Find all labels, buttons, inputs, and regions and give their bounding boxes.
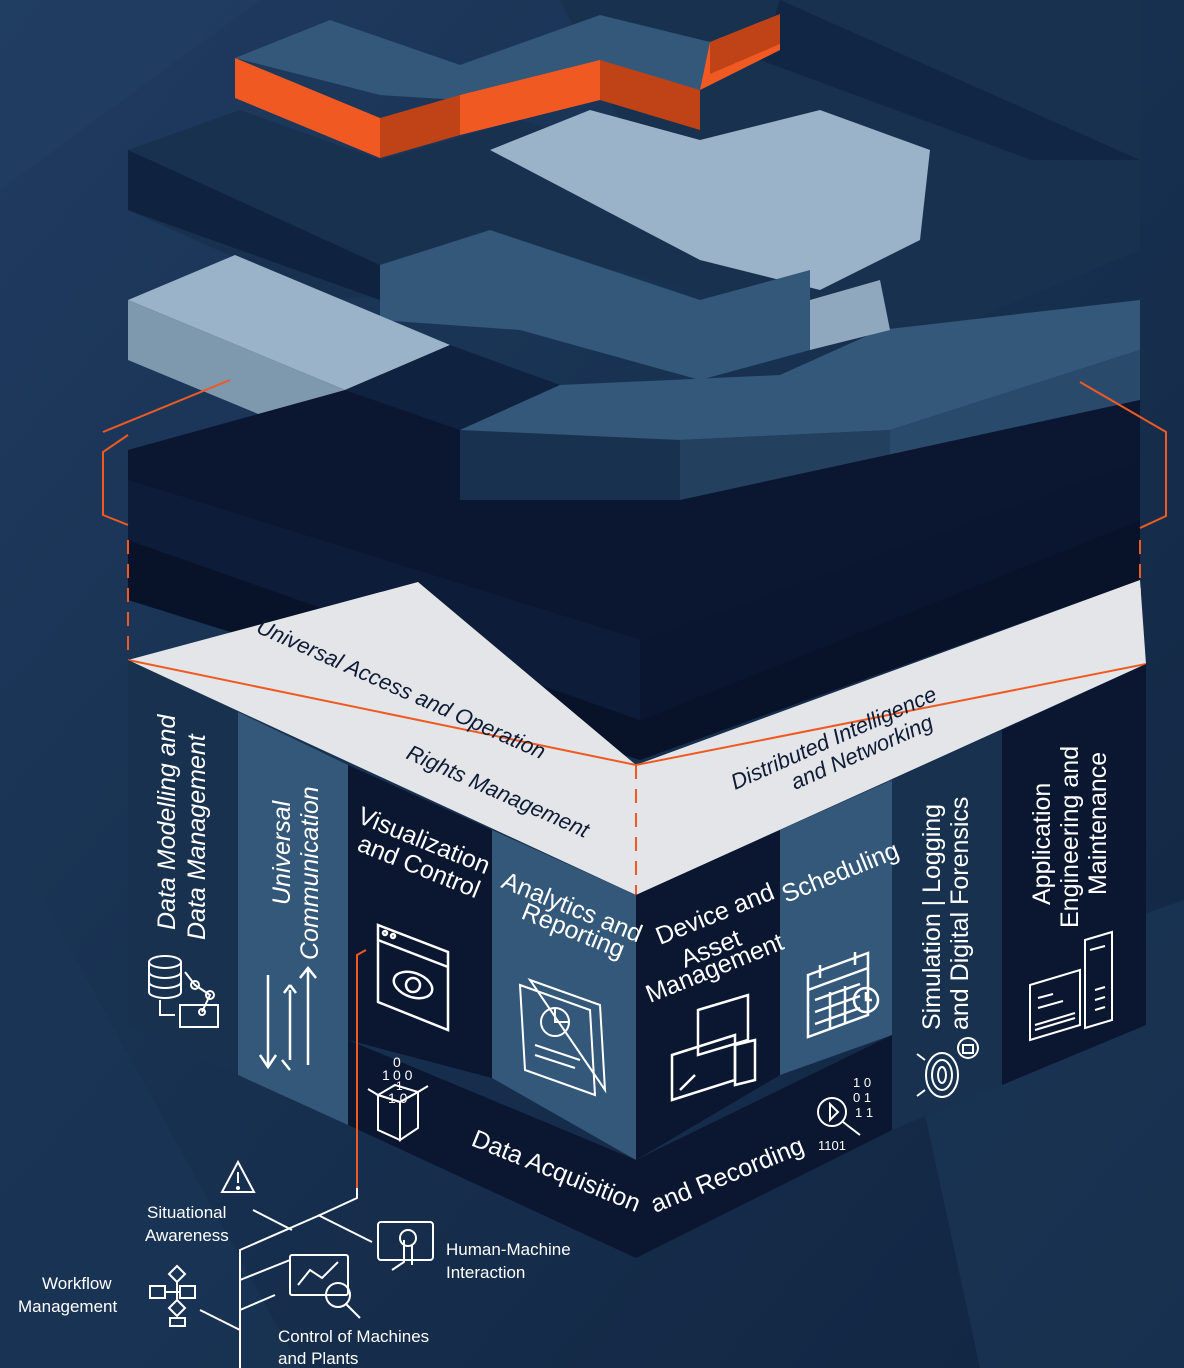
callout-situational-awareness: Awareness — [145, 1226, 229, 1245]
flowchart-icon — [149, 1264, 196, 1327]
block-dark-side — [345, 390, 460, 500]
orange-block-side — [600, 60, 700, 130]
code-tools-icon — [1029, 930, 1113, 1042]
binary-digit: 1 0 — [388, 1090, 408, 1106]
block-light-top — [810, 280, 890, 350]
block-dark-top — [345, 345, 560, 430]
binary-digit: 1 1 — [855, 1105, 873, 1120]
fingerprint-icon — [916, 1037, 979, 1098]
module-label: Simulation | Logging — [918, 804, 946, 1030]
block-mid-top — [380, 230, 810, 380]
block-dark-side — [128, 150, 380, 300]
block-mid-top — [460, 300, 1140, 470]
orange-block-top — [235, 14, 780, 100]
orange-block-side — [710, 14, 780, 74]
callout-workflow: Management — [18, 1297, 118, 1316]
binary-digit: 0 1 — [853, 1090, 871, 1105]
module-label: Communication — [296, 786, 324, 960]
block-darkest-top — [128, 390, 1140, 640]
block-mid-side — [460, 430, 680, 500]
binary-digit: 0 0 — [393, 1067, 413, 1083]
calendar-clock-icon — [806, 951, 880, 1039]
block-light-top — [128, 255, 450, 390]
bottom-band — [348, 1035, 892, 1258]
orange-outline — [102, 379, 231, 433]
binary-digit: 1 — [382, 1067, 390, 1083]
module-label: and Digital Forensics — [946, 797, 974, 1030]
callout-human-machine: Human-Machine — [446, 1240, 571, 1259]
monitor-search-icon — [289, 1254, 361, 1319]
background-facet — [0, 820, 300, 1368]
left-col-4 — [492, 830, 636, 1160]
callout-workflow: Workflow — [42, 1274, 112, 1293]
module-label: Data Management — [183, 733, 211, 940]
eye-window-icon — [376, 923, 450, 1032]
callout-situational-awareness: Situational — [147, 1203, 226, 1222]
bidirectional-arrows-icon — [258, 965, 317, 1071]
left-col-1 — [128, 660, 238, 1075]
devices-icon — [670, 993, 757, 1102]
right-col-2 — [780, 780, 892, 1075]
callout-human-machine: Interaction — [446, 1263, 525, 1282]
right-col-4 — [1002, 664, 1146, 1085]
orange-outline — [1079, 381, 1167, 529]
module-label: Universal — [268, 799, 296, 905]
binary-digit: 0 — [393, 1054, 401, 1070]
touch-panel-icon — [377, 1221, 434, 1271]
callout-connectors — [199, 1188, 373, 1368]
left-col-2 — [238, 712, 348, 1125]
orange-block-side — [235, 58, 380, 158]
callout-control-machines: Control of Machines — [278, 1327, 429, 1346]
warning-icon — [220, 1159, 256, 1193]
binary-digit: 1101 — [818, 1138, 846, 1153]
callout-control-machines: and Plants — [278, 1349, 358, 1368]
block-light-top — [490, 110, 930, 290]
module-label: Maintenance — [1084, 752, 1112, 895]
platform-top — [128, 580, 1146, 895]
binary-box-icon — [367, 1083, 429, 1142]
block-mid-side — [890, 350, 1140, 470]
orange-block-side — [380, 95, 460, 158]
platform — [127, 580, 1147, 1258]
block-back-right — [760, 0, 1140, 200]
binary-digit: 1 0 — [853, 1075, 871, 1090]
block-darkest-side — [640, 460, 1140, 720]
report-chart-icon — [518, 978, 607, 1097]
binary-magnifier-icon — [817, 1097, 861, 1136]
orange-connector — [356, 949, 367, 1188]
orange-block-side — [460, 60, 600, 135]
module-label: Application — [1028, 783, 1056, 905]
right-col-3 — [892, 730, 1002, 1130]
left-col-3 — [348, 765, 492, 1078]
background-facet — [0, 0, 260, 190]
binary-digit: 1 — [396, 1079, 403, 1093]
block-mid-side — [680, 430, 890, 500]
orange-outline — [102, 434, 129, 526]
database-network-icon — [148, 955, 219, 1028]
module-label: Engineering and — [1056, 746, 1084, 928]
module-label: Data Modelling and — [153, 713, 181, 930]
